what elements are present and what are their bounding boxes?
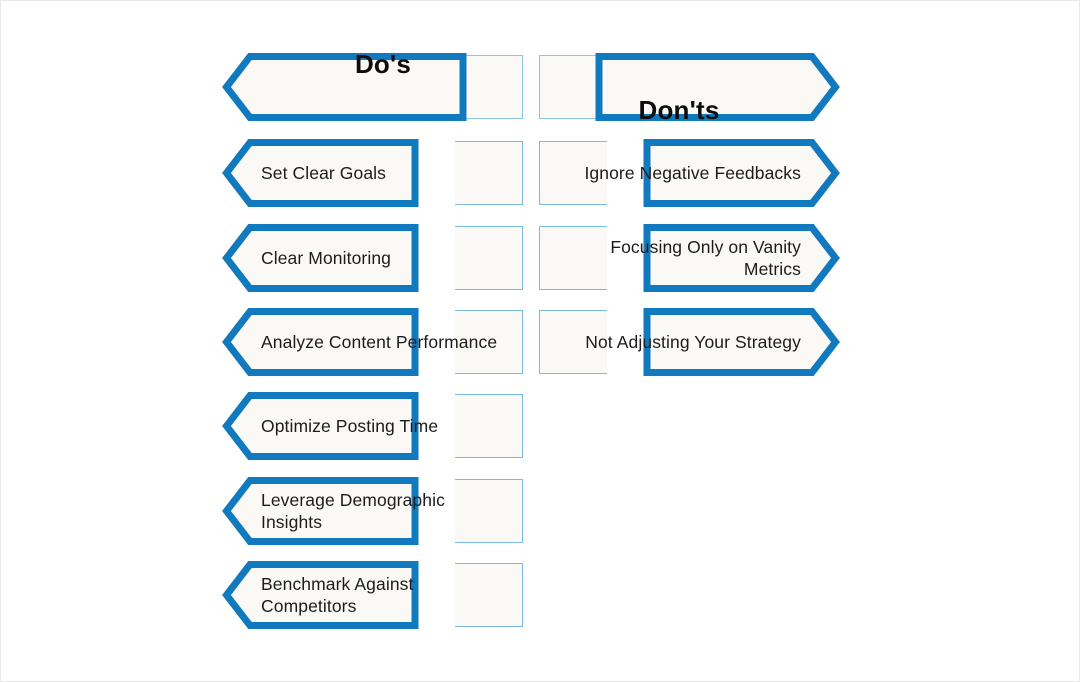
item-arrow-shape <box>643 139 840 207</box>
item-arrow-shape <box>222 561 419 629</box>
item-arrow-shape <box>222 308 419 376</box>
item-arrow-shape <box>643 224 840 292</box>
list-item-label: Ignore Negative Feedbacks <box>584 163 801 183</box>
item-arrow-shape <box>643 308 840 376</box>
item-backing-card <box>539 226 607 290</box>
list-item[interactable]: Benchmark Against Competitors <box>222 561 523 629</box>
list-item[interactable]: Leverage Demographic Insights <box>222 477 523 545</box>
list-item[interactable]: Clear Monitoring <box>222 224 523 292</box>
item-arrow-shape <box>222 392 419 460</box>
list-item[interactable]: Analyze Content Performance <box>222 308 523 376</box>
list-item-label: Clear Monitoring <box>261 248 391 268</box>
header-arrow-shape-donts <box>595 53 840 121</box>
item-backing-card <box>455 479 523 543</box>
list-item[interactable]: Not Adjusting Your Strategy <box>539 308 840 376</box>
list-item-label: Analyze Content Performance <box>261 332 498 352</box>
list-item[interactable]: Focusing Only on Vanity Metrics <box>539 224 840 292</box>
item-backing-card <box>455 226 523 290</box>
list-item-label: Set Clear Goals <box>261 163 387 183</box>
list-item-label: Leverage Demographic Insights <box>261 490 445 532</box>
list-item-label: Focusing Only on Vanity Metrics <box>610 237 801 279</box>
item-backing-card <box>455 394 523 458</box>
item-backing-card <box>455 563 523 627</box>
list-item[interactable]: Ignore Negative Feedbacks <box>539 139 840 207</box>
item-arrow-shape <box>222 477 419 545</box>
list-item-label: Benchmark Against Competitors <box>261 574 414 616</box>
item-backing-card <box>539 141 607 205</box>
header-arrow-shape-dos <box>222 53 467 121</box>
item-arrow-shape <box>222 224 419 292</box>
column-header-donts: Don'ts <box>539 53 840 125</box>
list-item[interactable]: Set Clear Goals <box>222 139 523 207</box>
list-item[interactable]: Optimize Posting Time <box>222 392 523 460</box>
column-header-dos: Do's <box>222 49 523 121</box>
item-backing-card <box>455 310 523 374</box>
item-arrow-shape <box>222 139 419 207</box>
list-item-label: Not Adjusting Your Strategy <box>585 332 801 352</box>
column-header-label-dos: Do's <box>354 49 412 79</box>
list-item-label: Optimize Posting Time <box>261 416 439 436</box>
item-backing-card <box>455 141 523 205</box>
column-header-label-donts: Don'ts <box>638 95 720 125</box>
item-backing-card <box>539 310 607 374</box>
